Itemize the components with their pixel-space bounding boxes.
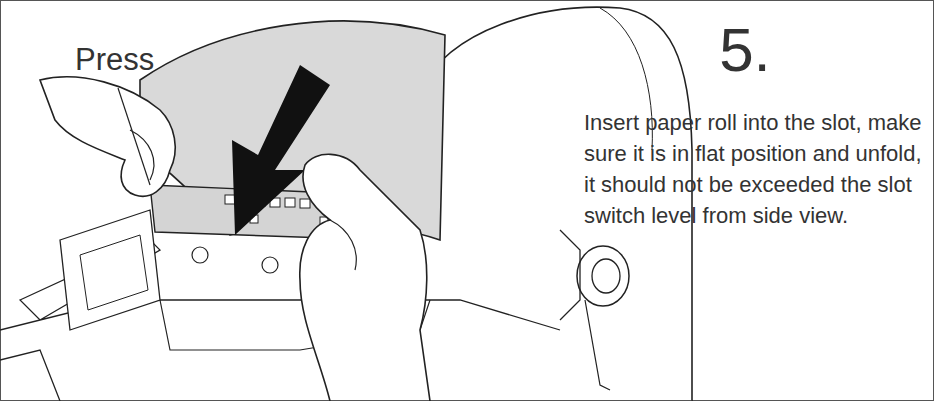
right-hand <box>300 154 430 401</box>
roll-holder <box>560 230 580 320</box>
insert-arrow <box>232 65 330 235</box>
roll-hub <box>592 259 620 293</box>
printer-frame <box>60 210 160 330</box>
roll-cap <box>577 246 629 306</box>
printer-slot <box>80 235 148 310</box>
holder-wire <box>585 300 610 390</box>
gear <box>192 247 208 263</box>
gear <box>262 257 278 273</box>
step-number: 5. <box>680 14 810 86</box>
finger-line <box>330 220 356 270</box>
left-hand <box>40 77 175 196</box>
instruction-text: Insert paper roll into the slot, make su… <box>584 107 924 231</box>
thumb-line <box>130 130 154 180</box>
paper-sheet <box>140 21 445 240</box>
callout-text: Press <box>75 42 215 78</box>
leader-line <box>118 88 150 185</box>
